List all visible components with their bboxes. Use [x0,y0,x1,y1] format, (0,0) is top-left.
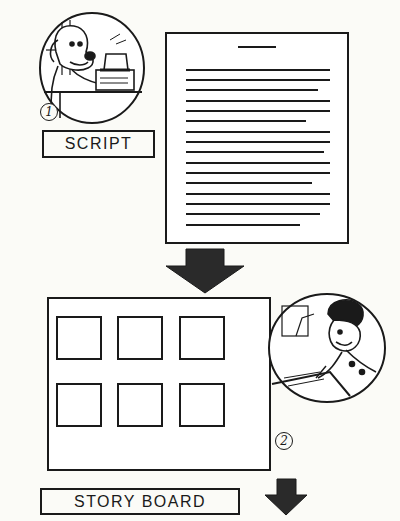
writer-vignette [40,13,144,123]
step-label: SCRIPT [65,136,133,152]
page-text-lines [186,70,330,225]
text-line [186,110,330,112]
action-lines [110,34,126,44]
step-label-box: STORY BOARD [40,488,240,515]
step-label-box: SCRIPT [42,130,155,158]
storyboard-sheet [48,298,270,470]
text-line [186,120,306,122]
page-outline [166,33,348,243]
pencil [316,366,326,378]
storyboard-outline [48,298,270,470]
desk-lamp [296,314,314,336]
storyboard-frame [180,317,224,359]
text-line [186,69,330,71]
text-line [186,203,330,205]
text-line [186,224,300,226]
artist-eye [338,330,342,334]
text-line [186,162,330,164]
page-heading-line [238,46,276,48]
step-label: STORY BOARD [74,494,206,510]
artist-vignette [269,294,385,402]
dog-mouth [70,62,88,65]
typewriter-paper [104,54,128,70]
drawing-desk [272,372,350,396]
flow-arrow [166,249,244,293]
text-line [186,100,330,102]
dog-nose [85,52,95,60]
typewriter [96,70,134,90]
storyboard-frame [118,317,162,359]
text-line [186,151,324,153]
storyboard-frame [57,384,101,426]
dog-eye [70,42,74,46]
callout-number: 1 [40,103,58,121]
dog-head [55,26,93,70]
tie-spot [350,362,355,367]
tie-spot [360,370,365,375]
wall-picture [282,306,308,336]
script-page [166,33,348,243]
storyboard-frame [180,384,224,426]
artist-head [329,320,360,351]
vignette-circle [40,13,144,123]
text-line [186,89,318,91]
storyboard-frame [57,317,101,359]
text-line [186,182,312,184]
desk-edge [44,91,142,93]
text-line [186,141,330,143]
desk-leg [59,92,61,118]
text-line [186,193,330,195]
callout-number: 2 [275,432,293,450]
vignette-circle [269,294,385,402]
artist-mouth [336,342,352,345]
artist-shoulder [346,350,376,372]
dog-ear [51,40,58,62]
text-line [186,79,330,81]
dog-eye [78,42,82,46]
text-line [186,172,330,174]
typewriter-keys [100,78,128,83]
flow-arrow [265,479,307,515]
drawing-sheet-lines [284,372,324,386]
text-line [186,131,330,133]
text-line [186,213,320,215]
storyboard-frame [118,384,162,426]
